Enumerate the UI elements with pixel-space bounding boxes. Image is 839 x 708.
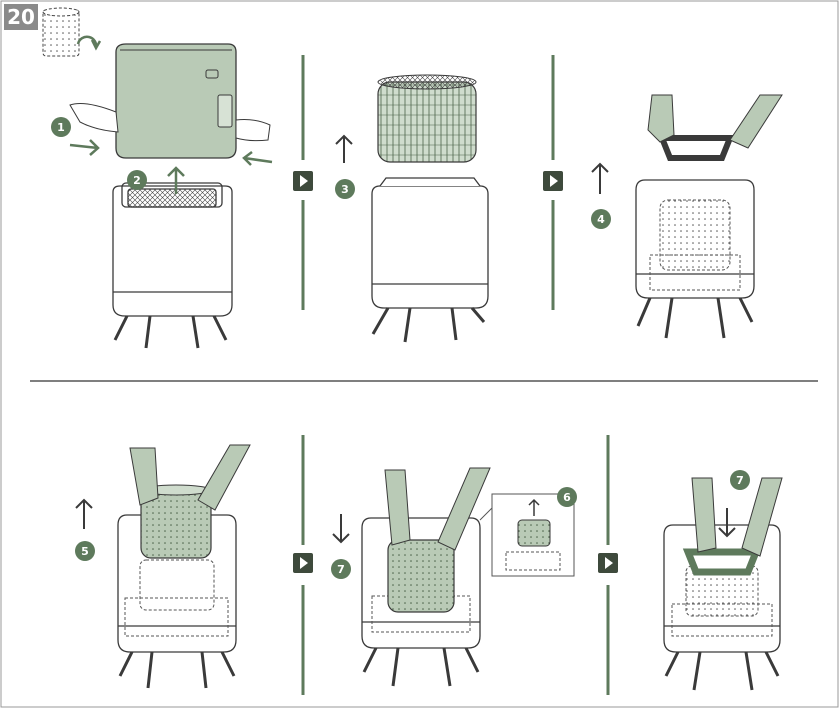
refresh-icon	[78, 37, 100, 48]
filter-handle	[662, 138, 730, 158]
step-3-label: 3	[341, 183, 349, 196]
replace-filter-icon	[43, 8, 79, 56]
arrow-up-icon	[592, 164, 608, 194]
hands	[692, 478, 782, 556]
step-5-label: 5	[81, 545, 89, 558]
panel-step-3: 3	[335, 75, 488, 342]
arrow-up-icon	[76, 500, 92, 529]
purifier-body	[372, 178, 488, 342]
step-1-label: 1	[57, 121, 65, 134]
step-7b-label: 7	[736, 474, 744, 487]
pre-filter-cylinder	[378, 75, 476, 162]
panel-step-7: 7	[664, 470, 782, 690]
panel-step-6-7: 7 6	[331, 468, 577, 686]
filter-dashed	[650, 200, 740, 290]
step-7-label: 7	[337, 563, 345, 576]
panel-step-4: 4	[591, 95, 782, 338]
purifier-base	[113, 183, 232, 348]
step-4-label: 4	[597, 213, 605, 226]
top-cover	[116, 44, 236, 158]
inset-detail	[480, 494, 574, 576]
filter-handle	[688, 552, 756, 572]
figure-number: 20	[7, 5, 35, 29]
hands	[385, 468, 490, 550]
step-2-label: 2	[133, 174, 141, 187]
step-6-label: 6	[563, 491, 571, 504]
new-filter	[388, 540, 454, 612]
inner-dashed	[125, 560, 228, 636]
arrow-down-icon	[719, 508, 735, 536]
figure-badge: 20	[4, 4, 38, 30]
arrow-up-icon	[336, 136, 352, 163]
panel-step-5: 5	[75, 445, 250, 688]
panel-step-1-2: 1 2	[51, 44, 272, 348]
arrow-down-icon	[333, 514, 349, 542]
